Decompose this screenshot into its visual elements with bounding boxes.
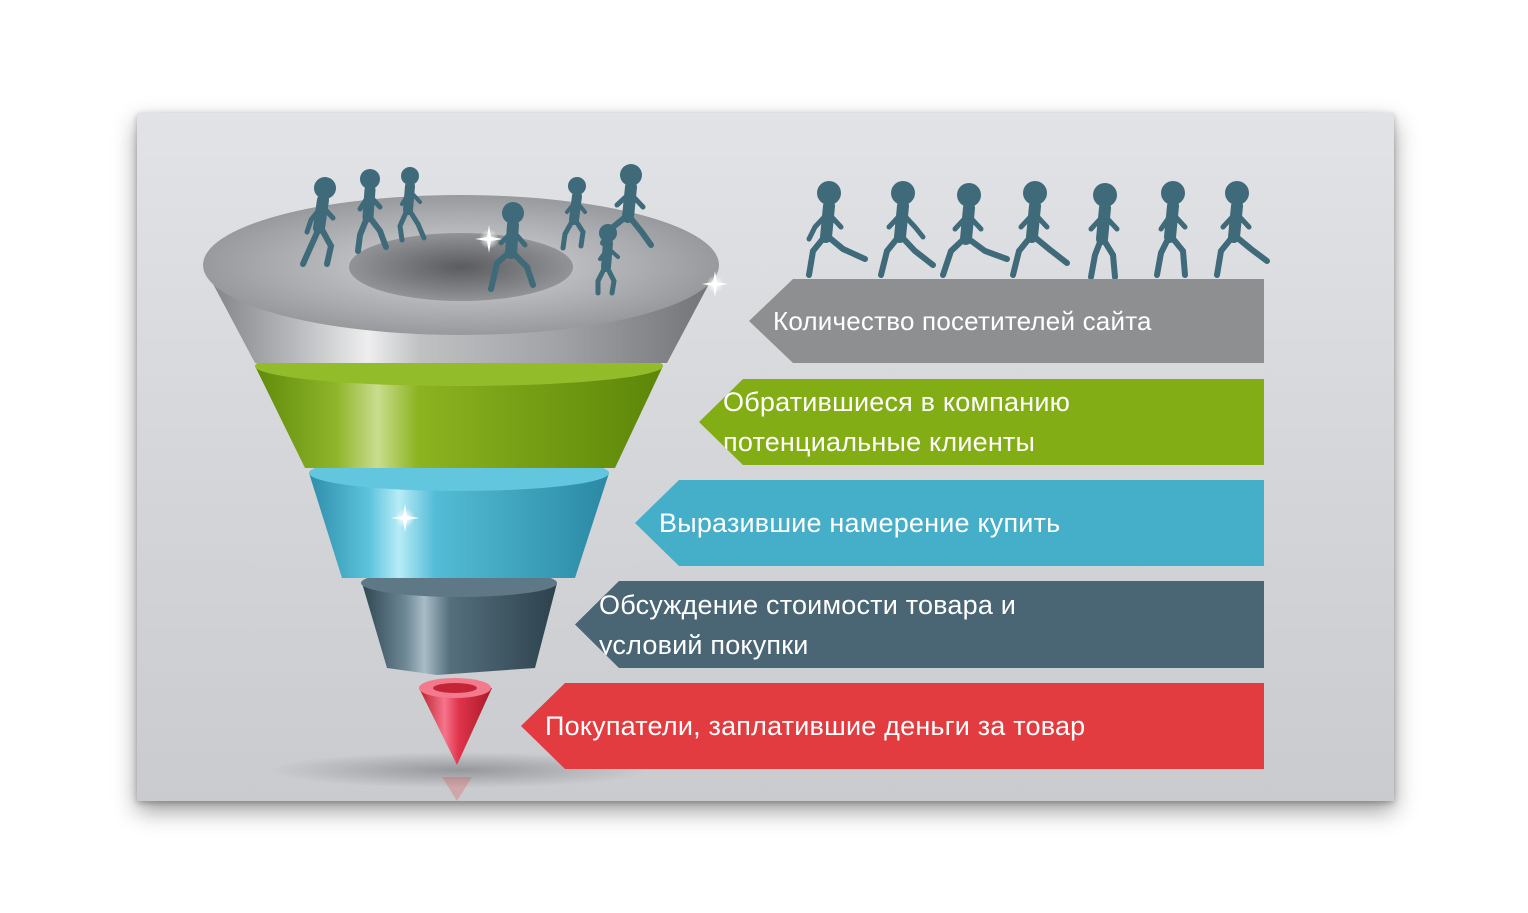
stage-intent-label: Выразившие намерение купить (659, 508, 1061, 538)
sales-funnel-graphic (203, 164, 1270, 801)
stage-negotiation-label: Обсуждение стоимости товара и условий по… (599, 589, 1017, 660)
stage-visitors-banner: Количество посетителей сайта (749, 279, 1264, 363)
running-person-icon (806, 181, 1270, 280)
stage-intent-banner: Выразившие намерение купить (635, 480, 1264, 566)
stage-visitors-label: Количество посетителей сайта (773, 306, 1152, 336)
sparkle-icon (391, 225, 728, 532)
stage-buyers-banner: Покупатели, заплатившие деньги за товар (521, 683, 1264, 769)
running-person-icon (300, 164, 654, 296)
stage-negotiation-banner: Обсуждение стоимости товара и условий по… (575, 581, 1264, 668)
stage-leads-label: Обратившиеся в компанию потенциальные кл… (723, 387, 1071, 457)
stage-leads-banner: Обратившиеся в компанию потенциальные кл… (699, 379, 1264, 465)
stage-buyers-label: Покупатели, заплатившие деньги за товар (545, 711, 1086, 741)
funnel-slide: Количество посетителей сайта Обратившиес… (137, 113, 1394, 801)
